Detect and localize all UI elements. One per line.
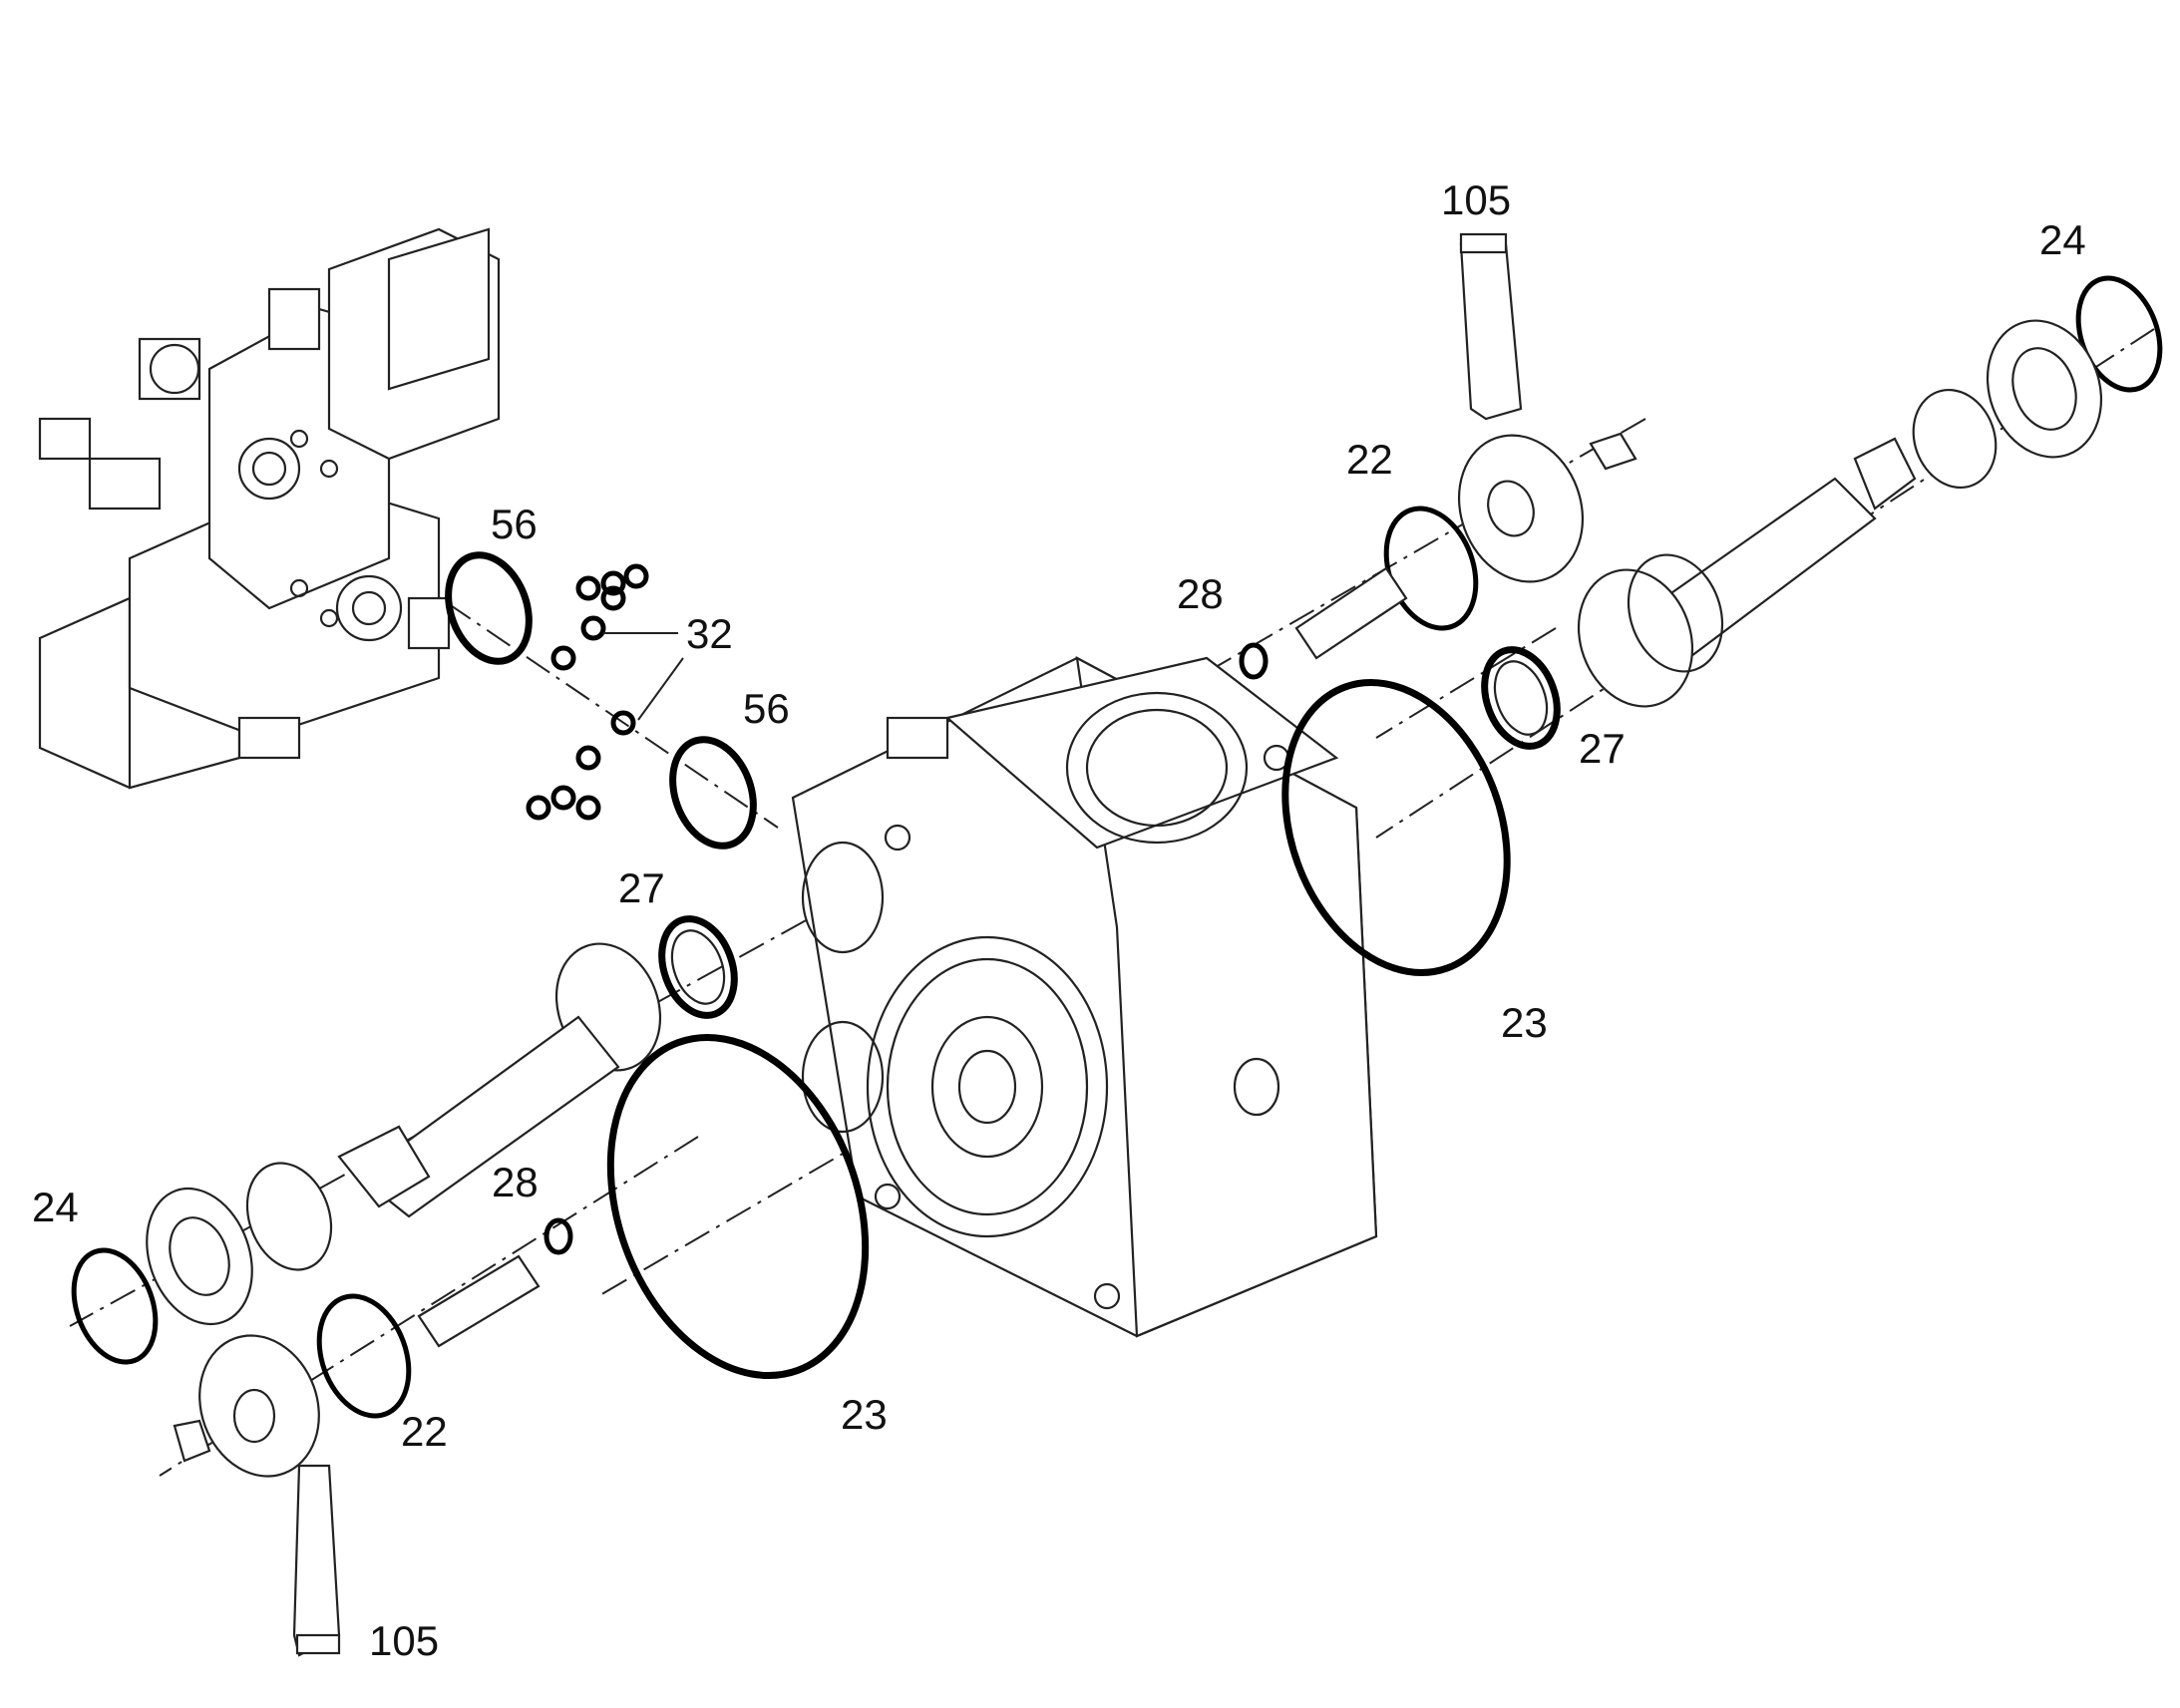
callout-24-top: 24 xyxy=(2039,216,2086,263)
callout-28-top: 28 xyxy=(1177,570,1224,617)
pump-housing xyxy=(791,655,1378,1338)
callout-22-low: 22 xyxy=(401,1408,448,1455)
callout-56-mid: 56 xyxy=(743,685,790,732)
callout-32: 32 xyxy=(686,610,733,657)
ring-56-set xyxy=(445,551,757,850)
callout-23-right: 23 xyxy=(1501,999,1548,1046)
callout-22-top: 22 xyxy=(1346,436,1393,483)
callout-27-left: 27 xyxy=(618,864,665,911)
callout-24-left: 24 xyxy=(32,1184,79,1230)
callout-27-right: 27 xyxy=(1579,725,1626,772)
lower-left-parts xyxy=(71,915,870,1657)
small-seal-set xyxy=(526,563,649,821)
upper-right-parts xyxy=(1239,232,2163,976)
leader-lines xyxy=(603,632,684,721)
callout-105-low: 105 xyxy=(369,1617,439,1664)
callout-28-low: 28 xyxy=(492,1159,539,1205)
callout-labels: 105 24 22 56 28 32 56 27 27 23 28 24 22 … xyxy=(32,176,2086,1664)
control-valve-assembly xyxy=(38,227,501,790)
callout-105-top: 105 xyxy=(1441,176,1511,223)
callout-56-top: 56 xyxy=(491,501,538,547)
callout-23-low: 23 xyxy=(841,1391,888,1438)
